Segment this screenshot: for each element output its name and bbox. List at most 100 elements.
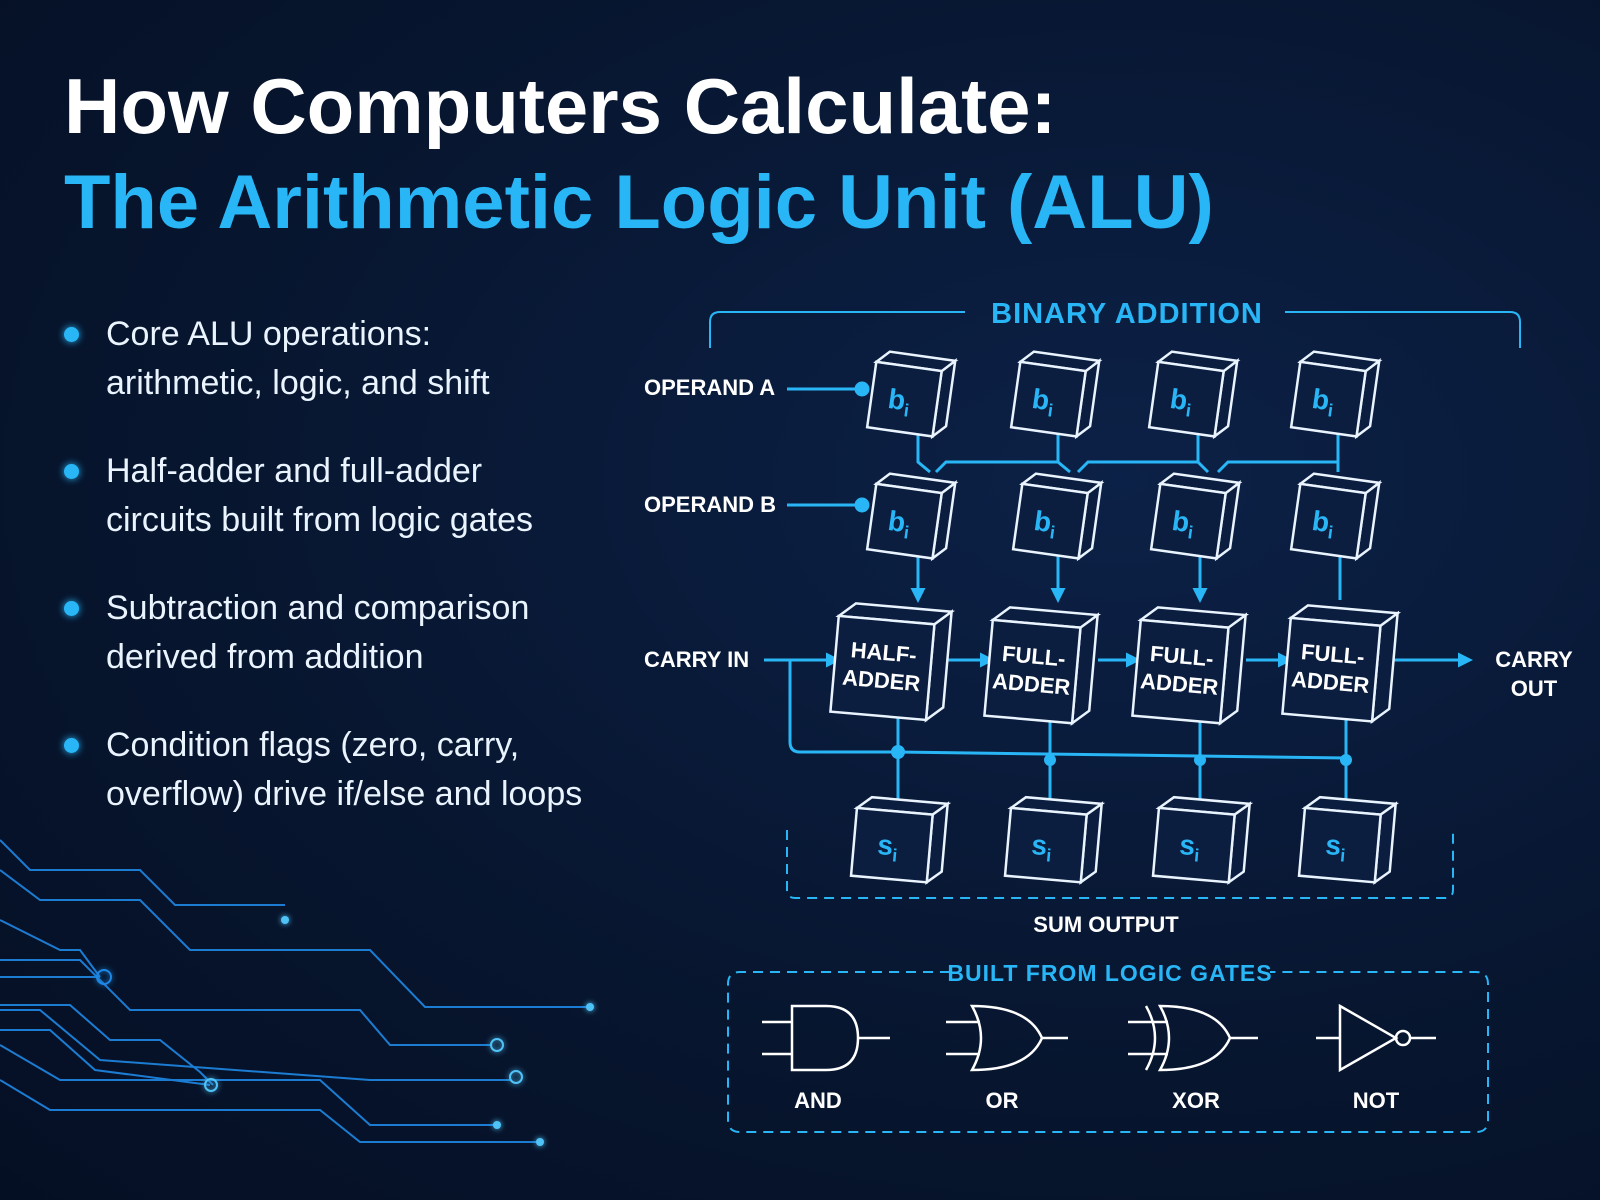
svg-text:bi: bi — [1310, 383, 1337, 421]
adder-label-line-1: HALF- — [850, 637, 918, 668]
bit-symbol: b — [1310, 505, 1331, 538]
bullet-text-2: overflow) drive if/else and loops — [106, 775, 583, 813]
svg-text:bi: bi — [886, 383, 913, 421]
sum-subscript: i — [891, 845, 898, 865]
operand-b-bit-register: bi — [1289, 472, 1383, 562]
operand-a-bit-register: bi — [1289, 350, 1383, 440]
gate-label-or: OR — [986, 1088, 1019, 1113]
binary-addition-title: BINARY ADDITION — [991, 298, 1263, 330]
bit-subscript: i — [1047, 400, 1055, 421]
logic-gates-panel: BUILT FROM LOGIC GATES AND OR XOR — [727, 960, 1489, 1133]
bullet-text-1: Condition flags (zero, carry, — [106, 726, 520, 764]
full-adder-block: FULL- ADDER — [1281, 604, 1402, 725]
bit-subscript: i — [903, 522, 911, 543]
operand-input-wires — [787, 381, 870, 513]
full-adder-block: FULL- ADDER — [983, 606, 1102, 726]
operand-b-bit-register: bi — [865, 472, 959, 562]
not-gate-icon — [1316, 1003, 1436, 1073]
operand-b-label: OPERAND B — [644, 492, 776, 517]
xor-gate-icon — [1128, 1004, 1258, 1072]
svg-text:bi: bi — [886, 505, 913, 543]
bullet-list: Core ALU operations: arithmetic, logic, a… — [64, 310, 624, 858]
bullet-text-1: Half-adder and full-adder — [106, 452, 483, 490]
circuit-nodes-decoration — [96, 916, 594, 1146]
bullet-dot-icon — [64, 464, 79, 479]
sum-symbol: s — [1324, 829, 1342, 861]
sum-output-label: SUM OUTPUT — [1033, 912, 1179, 937]
sum-subscript: i — [1045, 845, 1052, 865]
svg-text:si: si — [1178, 829, 1202, 866]
half-adder-block: HALF- ADDER — [829, 602, 955, 723]
title-line-2: The Arithmetic Logic Unit (ALU) — [64, 160, 1214, 246]
or-gate-icon — [946, 1004, 1068, 1072]
operand-b-bit-register: bi — [1149, 472, 1243, 562]
gate-label-not: NOT — [1353, 1088, 1400, 1113]
sum-output-bracket — [786, 830, 1454, 899]
sum-registers: si si si si — [849, 795, 1400, 885]
sum-bit-register: si — [1003, 795, 1106, 885]
bit-subscript: i — [1185, 400, 1193, 421]
bit-subscript: i — [1049, 522, 1057, 543]
bullet-item: Condition flags (zero, carry, overflow) d… — [64, 721, 624, 819]
bit-symbol: b — [1030, 383, 1051, 416]
sum-symbol: s — [1178, 829, 1196, 861]
bit-subscript: i — [1187, 522, 1195, 543]
svg-text:si: si — [1030, 829, 1054, 866]
bit-symbol: b — [886, 505, 907, 538]
and-gate-icon — [762, 1004, 890, 1072]
binary-addition-bracket — [709, 311, 1521, 348]
svg-text:si: si — [1324, 829, 1348, 866]
svg-text:bi: bi — [1032, 505, 1059, 543]
operand-a-bit-register: bi — [865, 350, 959, 440]
bit-subscript: i — [1327, 400, 1335, 421]
svg-text:bi: bi — [1030, 383, 1057, 421]
bit-subscript: i — [1327, 522, 1335, 543]
bullet-item: Subtraction and comparison derived from a… — [64, 584, 624, 682]
svg-text:bi: bi — [1170, 505, 1197, 543]
carry-out-label-line-2: OUT — [1511, 676, 1558, 701]
bullet-text-1: Subtraction and comparison — [106, 589, 530, 627]
bullet-dot-icon — [64, 738, 79, 753]
gate-label-xor: XOR — [1172, 1088, 1220, 1113]
carry-in-label: CARRY IN — [644, 647, 749, 672]
bit-symbol: b — [886, 383, 907, 416]
operand-b-bit-register: bi — [1011, 472, 1105, 562]
bit-subscript: i — [903, 400, 911, 421]
sum-bit-register: si — [1151, 795, 1254, 885]
carry-out-label-line-1: CARRY — [1495, 647, 1573, 672]
bit-symbol: b — [1170, 505, 1191, 538]
svg-text:bi: bi — [1168, 383, 1195, 421]
bit-symbol: b — [1310, 383, 1331, 416]
gate-label-and: AND — [794, 1088, 842, 1113]
adder-row: HALF- ADDER FULL- ADDER FULL- ADDER FULL… — [829, 602, 1402, 726]
full-adder-block: FULL- ADDER — [1131, 606, 1250, 726]
bullet-text-2: arithmetic, logic, and shift — [106, 364, 490, 402]
adder-label-line-1: FULL- — [1001, 641, 1066, 671]
sum-bit-register: si — [849, 795, 952, 885]
bullet-text-1: Core ALU operations: — [106, 315, 432, 353]
bullet-dot-icon — [64, 601, 79, 616]
bullet-dot-icon — [64, 327, 79, 342]
sum-symbol: s — [1030, 829, 1048, 861]
wire-junctions — [891, 745, 1352, 766]
bullet-text-2: derived from addition — [106, 638, 424, 676]
sum-subscript: i — [1193, 845, 1200, 865]
logic-gates-title: BUILT FROM LOGIC GATES — [947, 960, 1272, 986]
bullet-item: Core ALU operations: arithmetic, logic, a… — [64, 310, 624, 408]
operand-a-bit-register: bi — [1147, 350, 1241, 440]
operand-a-label: OPERAND A — [644, 375, 775, 400]
adder-label-line-1: FULL- — [1300, 639, 1365, 669]
operand-b-registers: bi bi bi bi — [865, 472, 1383, 562]
sum-bit-register: si — [1297, 795, 1400, 885]
operand-a-bit-register: bi — [1009, 350, 1103, 440]
title-line-1: How Computers Calculate: — [64, 62, 1057, 150]
adder-label-line-1: FULL- — [1149, 641, 1214, 671]
bit-symbol: b — [1168, 383, 1189, 416]
circuit-traces-decoration — [0, 839, 590, 1143]
circuit-wires — [764, 430, 1473, 800]
operand-a-registers: bi bi bi bi — [865, 350, 1383, 440]
svg-text:si: si — [876, 829, 900, 866]
